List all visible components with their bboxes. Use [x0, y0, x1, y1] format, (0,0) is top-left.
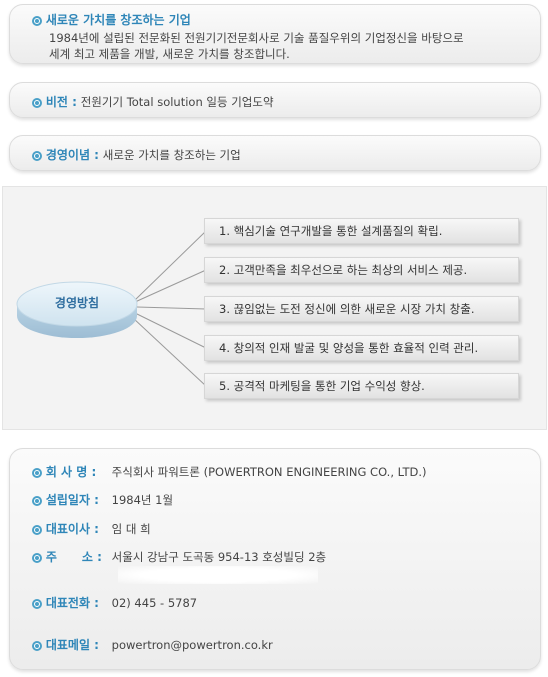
email-row: 대표메일 : powertron@powertron.co.kr: [32, 636, 273, 653]
policy-item-1: 1. 핵심기술 연구개발을 통한 설계품질의 확립.: [204, 218, 519, 244]
company-name-label: 회 사 명 :: [45, 465, 97, 479]
bullet-icon: [32, 640, 42, 651]
bullet-icon: [32, 15, 42, 26]
vision-label: 비전 :: [45, 95, 77, 109]
philosophy-box: 경영이념 : 새로운 가치를 창조하는 기업: [9, 135, 541, 171]
company-info-box: 회 사 명 : 주식회사 파워트론 (POWERTRON ENGINEERING…: [9, 448, 541, 670]
address-row: 주 소 : 서울시 강남구 도곡동 954-13 호성빌딩 2층: [32, 548, 326, 565]
company-name: 주식회사 파워트론 (POWERTRON ENGINEERING CO., LT…: [111, 465, 427, 479]
bullet-icon: [32, 150, 42, 161]
phone-number: 02) 445 - 5787: [111, 596, 198, 610]
bullet-icon: [32, 97, 42, 108]
bullet-icon: [32, 598, 42, 609]
philosophy-row: 경영이념 : 새로운 가치를 창조하는 기업: [32, 146, 241, 163]
bullet-icon: [32, 524, 42, 535]
ceo-name: 임 대 희: [111, 522, 151, 536]
bullet-icon: [32, 552, 42, 563]
policy-item-5: 5. 공격적 마케팅을 통한 기업 수익성 향상.: [204, 373, 519, 399]
founded-row: 설립일자 : 1984년 1월: [32, 491, 173, 508]
motto-title-row: 새로운 가치를 창조하는 기업: [32, 11, 191, 28]
motto-desc-line1: 1984년에 설립된 전문화된 전원기기전문회사로 기술 품질우위의 기업정신을…: [49, 31, 464, 45]
vision-box: 비전 : 전원기기 Total solution 일등 기업도약: [9, 82, 541, 118]
philosophy-text: 새로운 가치를 창조하는 기업: [102, 148, 241, 162]
ceo-label: 대표이사 :: [45, 522, 99, 536]
bullet-icon: [32, 495, 42, 506]
policy-item-3: 3. 끊임없는 도전 정신에 의한 새로운 시장 가치 창출.: [204, 296, 519, 322]
bullet-icon: [32, 467, 42, 478]
motto-box: 새로운 가치를 창조하는 기업 1984년에 설립된 전문화된 전원기기전문회사…: [9, 4, 541, 64]
founded-date: 1984년 1월: [111, 493, 174, 507]
address-label: 주 소 :: [45, 550, 102, 564]
motto-title: 새로운 가치를 창조하는 기업: [45, 13, 191, 27]
phone-label: 대표전화 :: [45, 596, 99, 610]
management-center-label: 경영방침: [54, 296, 100, 310]
motto-desc-line2: 세계 최고 제품을 개발, 새로운 가치를 창조합니다.: [49, 47, 290, 61]
company-name-row: 회 사 명 : 주식회사 파워트론 (POWERTRON ENGINEERING…: [32, 463, 426, 480]
policy-disk-icon: [16, 281, 138, 338]
philosophy-label: 경영이념 :: [45, 148, 99, 162]
email-address[interactable]: powertron@powertron.co.kr: [111, 638, 273, 652]
vision-row: 비전 : 전원기기 Total solution 일등 기업도약: [32, 93, 274, 110]
vision-text: 전원기기 Total solution 일등 기업도약: [80, 95, 274, 109]
email-label: 대표메일 :: [45, 638, 99, 652]
policy-item-2: 2. 고객만족을 최우선으로 하는 최상의 서비스 제공.: [204, 257, 519, 283]
address-blur-overlay: [118, 566, 318, 584]
motto-description: 1984년에 설립된 전문화된 전원기기전문회사로 기술 품질우위의 기업정신을…: [49, 30, 529, 62]
policy-item-4: 4. 창의적 인재 발굴 및 양성을 통한 효율적 인력 관리.: [204, 335, 519, 361]
phone-row: 대표전화 : 02) 445 - 5787: [32, 594, 197, 611]
ceo-row: 대표이사 : 임 대 희: [32, 520, 151, 537]
founded-label: 설립일자 :: [45, 493, 99, 507]
address: 서울시 강남구 도곡동 954-13 호성빌딩 2층: [111, 550, 327, 564]
